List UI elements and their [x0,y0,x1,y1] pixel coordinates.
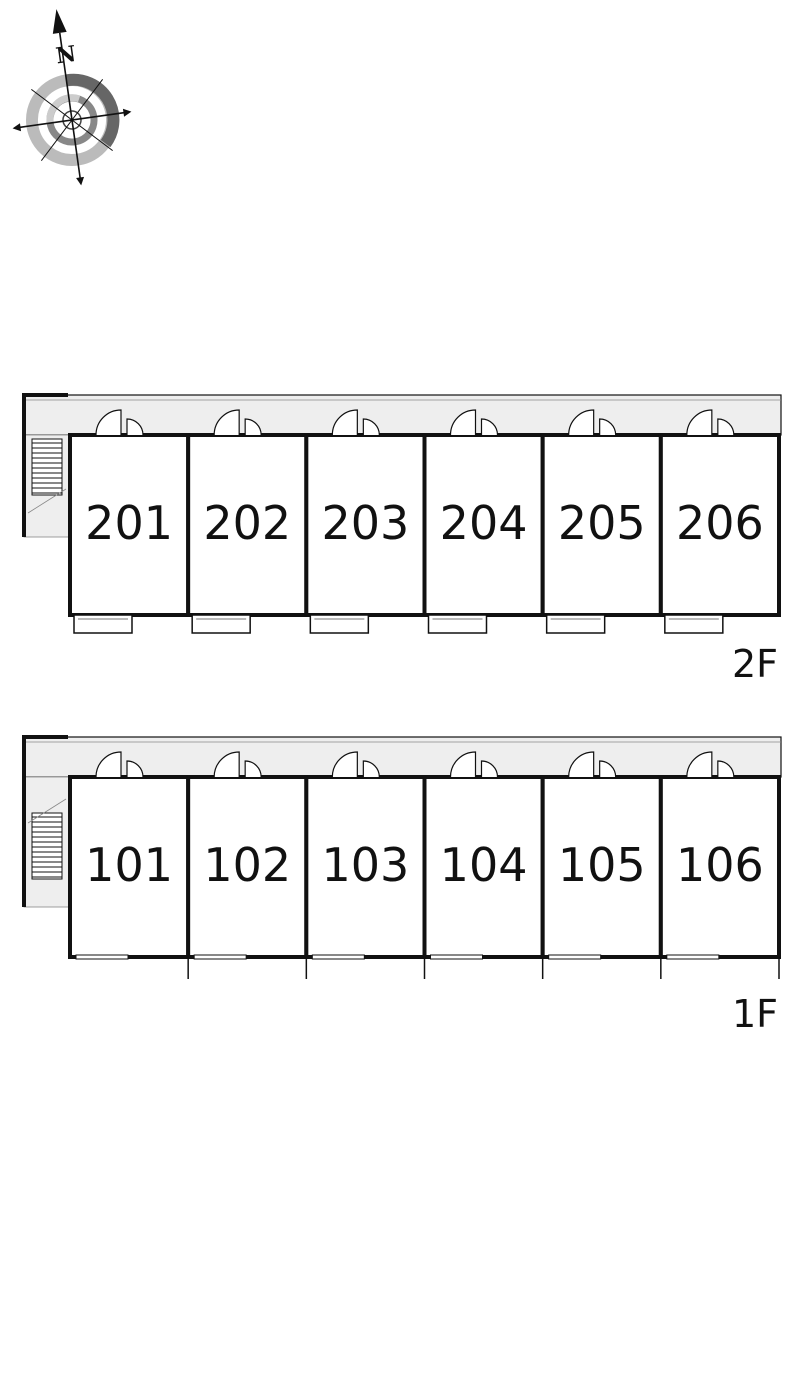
meter-box [480,760,499,778]
room-number: 106 [676,838,764,892]
compass-rose-icon: N [12,9,132,186]
room-walls [68,775,191,959]
window [666,954,720,960]
door-swing [213,409,240,436]
compass-diag-line-2 [40,79,104,161]
door-icon [449,409,499,436]
door-swing [95,751,122,778]
room-202: 202 [186,409,309,634]
door-icon [95,409,144,436]
meter-box [244,760,262,778]
window [311,954,365,960]
room-205: 205 [540,409,663,634]
floor-label: 1F [732,992,778,1036]
door-swing [686,751,713,778]
door-icon [686,751,735,778]
room-number: 103 [322,838,410,892]
door-icon [331,751,380,778]
compass-ns-line [58,32,82,182]
room-number: 201 [85,496,173,550]
window [430,954,483,960]
door-swing [568,409,595,436]
compass-north-arrow [52,9,67,34]
room-number: 202 [203,496,291,550]
balcony [427,614,488,634]
floor-label: 2F [732,642,778,686]
room-103: 103 [304,751,427,979]
door-icon [568,751,617,778]
meter-box [362,418,380,436]
balcony [309,614,370,634]
window [75,954,129,960]
compass-outer-ring-dark [65,73,120,148]
door-icon [95,751,144,778]
balcony [73,614,133,634]
staircase [27,798,67,880]
door-swing [331,409,358,436]
room-101: 101 [68,751,191,960]
meter-box [362,760,380,778]
door-swing [95,409,122,436]
compass-south-arrow [76,176,85,186]
meter-box [126,418,144,436]
room-number: 105 [558,838,646,892]
stair-cut-line [27,488,67,514]
door-swing [449,409,477,436]
room-number: 205 [558,496,646,550]
room-number: 204 [440,496,528,550]
stair-body [31,812,63,880]
room-number: 206 [676,496,764,550]
room-number: 203 [322,496,410,550]
door-swing [213,751,240,778]
meter-box [126,760,144,778]
room-number: 101 [85,838,173,892]
room-206: 206 [658,409,781,634]
door-swing [331,751,358,778]
meter-box [244,418,262,436]
corridor [23,394,782,436]
room-204: 204 [422,409,545,634]
door-icon [213,409,262,436]
floors-group: 201 202 203 204 205 206 2F 101 102 103 104 105 106 1F [22,393,782,1036]
room-106: 106 [658,751,781,979]
door-swing [449,751,477,778]
room-201: 201 [68,409,191,634]
meter-box [717,760,735,778]
floor-2F: 201 202 203 204 205 206 2F [22,393,782,686]
stair-body [31,438,63,496]
door-swing [568,751,595,778]
compass-west-arrow [12,123,22,132]
door-icon [213,751,262,778]
balcony [664,614,724,634]
room-walls [422,433,545,617]
door-icon [331,409,380,436]
door-swing [686,409,713,436]
balcony [191,614,251,634]
room-102: 102 [186,751,309,979]
staircase [27,438,67,514]
compass-north-letter: N [54,41,78,70]
window [548,954,602,960]
door-icon [686,409,735,436]
door-icon [568,409,617,436]
compass-east-arrow [122,108,132,117]
meter-box [717,418,735,436]
meter-box [599,760,617,778]
room-203: 203 [304,409,427,634]
floor-1F: 101 102 103 104 105 106 1F [22,735,782,1036]
room-105: 105 [540,751,663,979]
room-number: 102 [203,838,291,892]
room-104: 104 [422,751,545,979]
compass-inner-ring-light [46,94,81,124]
door-icon [449,751,499,778]
room-walls [68,433,191,617]
stair-cut-line [27,798,67,824]
meter-box [480,418,499,436]
room-number: 104 [440,838,528,892]
balcony [545,614,606,634]
meter-box [599,418,617,436]
window [193,954,247,960]
